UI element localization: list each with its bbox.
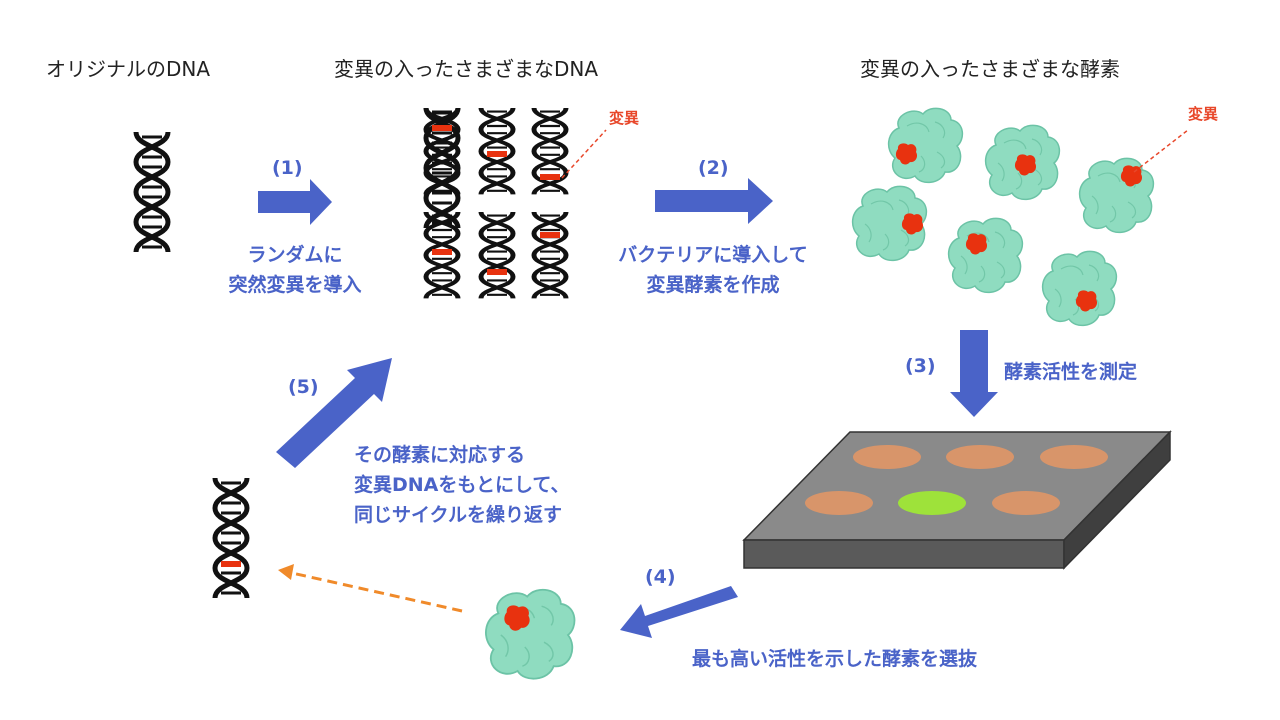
mutant-dna-group [426,108,566,298]
arrow-icon [950,330,998,417]
header-mutant-enzymes: 変異の入ったさまざまな酵素 [860,57,1120,81]
original-dna-icon [136,132,168,252]
mutation-pointer [561,129,607,179]
mutation-pointer [1133,129,1189,173]
step-3-description: 酵素活性を測定 [1004,361,1138,383]
selected-enzyme-icon [485,588,576,680]
step-1-line-1: ランダムに [247,244,343,266]
step-1-line-2: 突然変異を導入 [228,274,362,296]
step-2-line-2: 変異酵素を作成 [646,274,780,296]
step-5-description: その酵素に対応する 変異DNAをもとにして、 同じサイクルを繰り返す [354,440,569,530]
step-1-description: ランダムに 突然変異を導入 [205,240,385,300]
well-plate-icon [742,430,1172,570]
dashed-arrow-head [278,564,294,580]
step-2-label: (2) [698,157,729,179]
step-4-label: (4) [645,566,676,588]
step-5-line-3: 同じサイクルを繰り返す [354,504,563,526]
step-2-description: バクテリアに導入して 変異酵素を作成 [598,240,828,300]
enzyme-blob-icon [851,107,1155,327]
mutation-label-enzyme: 変異 [1188,105,1219,123]
selected-dna-icon [215,478,247,598]
arrow-icon [258,179,332,225]
step-5-line-2: 変異DNAをもとにして、 [354,474,570,496]
step-3-label: (3) [905,355,936,377]
arrow-icon [620,586,738,638]
header-original-dna: オリジナルのDNA [46,57,211,81]
step-5-label: (5) [288,376,319,398]
header-mutant-dna: 変異の入ったさまざまなDNA [334,57,599,81]
arrow-icon [655,178,773,224]
step-4-description: 最も高い活性を示した酵素を選抜 [692,648,978,670]
arrow-icon [276,358,392,468]
step-1-label: (1) [272,157,303,179]
step-5-line-1: その酵素に対応する [354,444,526,466]
dashed-arrow [291,571,463,613]
step-2-line-1: バクテリアに導入して [618,244,808,266]
mutation-label-dna: 変異 [609,109,640,127]
